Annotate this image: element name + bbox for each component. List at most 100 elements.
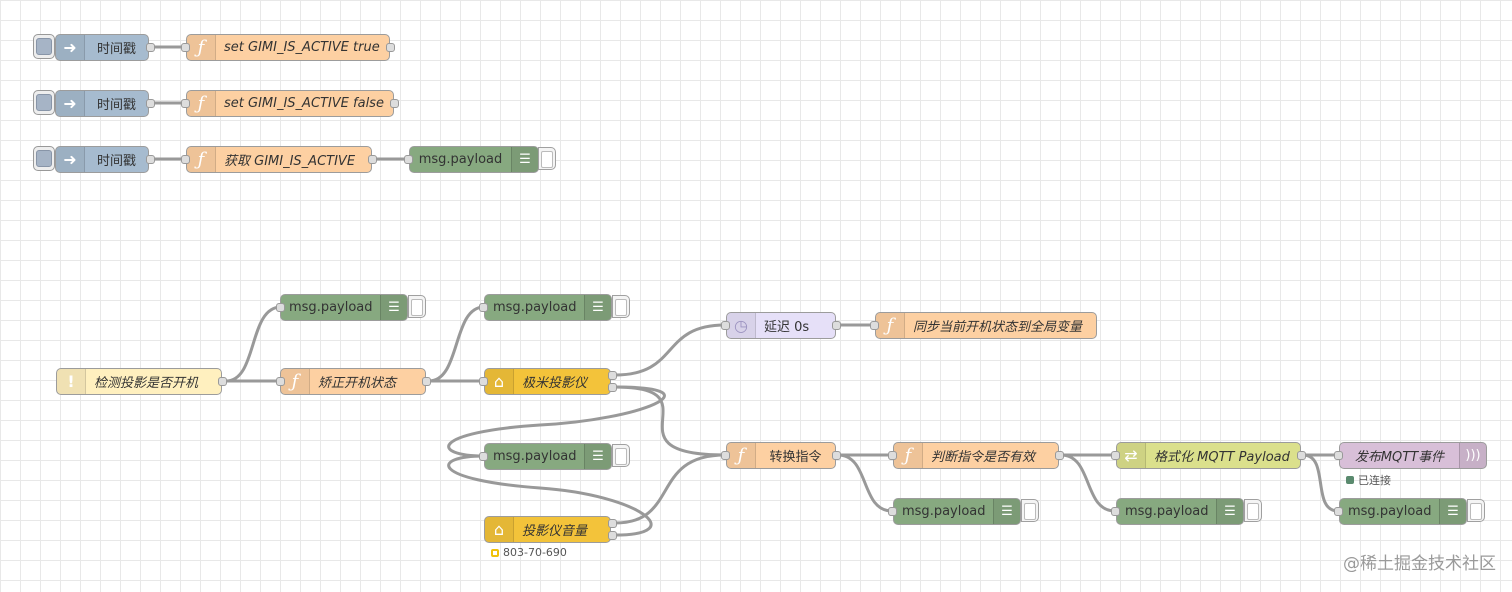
debug-node[interactable]: msg.payload ☰: [484, 294, 612, 321]
inject-node[interactable]: ➜ 时间戳: [55, 146, 149, 173]
input-port[interactable]: [888, 507, 897, 516]
inject-trigger-button[interactable]: [33, 146, 55, 171]
input-port[interactable]: [404, 155, 413, 164]
output-port[interactable]: [1055, 451, 1064, 460]
output-port[interactable]: [608, 383, 617, 392]
output-port[interactable]: [608, 371, 617, 380]
output-port[interactable]: [422, 377, 431, 386]
input-port[interactable]: [1334, 507, 1343, 516]
home-icon: ⌂: [485, 369, 514, 394]
input-port[interactable]: [721, 451, 730, 460]
output-port[interactable]: [608, 531, 617, 540]
node-label: 投影仪音量: [522, 524, 588, 539]
mqtt-out-node[interactable]: 发布MQTT事件 ))): [1339, 442, 1487, 469]
debug-toggle-button[interactable]: [1244, 499, 1262, 522]
input-port[interactable]: [276, 303, 285, 312]
function-node[interactable]: ƒ 转换指令: [726, 442, 836, 469]
input-port[interactable]: [181, 155, 190, 164]
volume-status: 803-70-690: [491, 546, 567, 559]
input-port[interactable]: [721, 321, 730, 330]
node-label: msg.payload: [1125, 504, 1209, 519]
output-port[interactable]: [608, 519, 617, 528]
output-port[interactable]: [146, 43, 155, 52]
debug-node[interactable]: msg.payload ☰: [280, 294, 408, 321]
function-node[interactable]: ƒ set GIMI_IS_ACTIVE true: [186, 34, 390, 61]
debug-node[interactable]: msg.payload ☰: [893, 498, 1021, 525]
debug-toggle-button[interactable]: [612, 444, 630, 467]
function-icon: ƒ: [187, 35, 216, 60]
output-port[interactable]: [390, 99, 399, 108]
exclamation-icon: !: [57, 369, 86, 394]
function-node[interactable]: ƒ 判断指令是否有效: [893, 442, 1059, 469]
input-port[interactable]: [1111, 507, 1120, 516]
output-port[interactable]: [368, 155, 377, 164]
node-label: 时间戳: [96, 98, 136, 113]
node-label: 矫正开机状态: [318, 376, 397, 391]
input-port[interactable]: [479, 377, 488, 386]
change-node[interactable]: ⇄ 格式化 MQTT Payload: [1116, 442, 1301, 469]
status-text: 已连接: [1358, 474, 1391, 487]
arrow-right-icon: ➜: [56, 147, 85, 172]
delay-node[interactable]: ◷ 延迟 0s: [726, 312, 836, 339]
output-port[interactable]: [146, 99, 155, 108]
debug-node[interactable]: msg.payload ☰: [484, 443, 612, 470]
input-port[interactable]: [1111, 451, 1120, 460]
output-port[interactable]: [1297, 451, 1306, 460]
function-node[interactable]: ƒ 获取 GIMI_IS_ACTIVE: [186, 146, 372, 173]
inject-node[interactable]: ➜ 时间戳: [55, 34, 149, 61]
function-node[interactable]: ƒ set GIMI_IS_ACTIVE false: [186, 90, 394, 117]
output-port[interactable]: [832, 321, 841, 330]
input-port[interactable]: [888, 451, 897, 460]
debug-toggle-button[interactable]: [538, 147, 556, 170]
debug-toggle-button[interactable]: [612, 295, 630, 318]
debug-node[interactable]: msg.payload ☰: [1339, 498, 1467, 525]
homeassistant-node[interactable]: ⌂ 投影仪音量: [484, 516, 611, 543]
input-port[interactable]: [479, 303, 488, 312]
broadcast-icon: ))): [1459, 443, 1486, 468]
wire: [614, 323, 726, 377]
debug-toggle-button[interactable]: [1467, 499, 1485, 522]
input-port[interactable]: [870, 321, 879, 330]
list-icon: ☰: [511, 147, 538, 172]
function-icon: ƒ: [894, 443, 923, 468]
node-label: msg.payload: [289, 300, 373, 315]
list-icon: ☰: [584, 295, 611, 320]
node-label: msg.payload: [493, 300, 577, 315]
input-port[interactable]: [181, 99, 190, 108]
home-icon: ⌂: [485, 517, 514, 542]
input-port[interactable]: [479, 452, 488, 461]
output-port[interactable]: [386, 43, 395, 52]
inject-trigger-button[interactable]: [33, 90, 55, 115]
inject-node[interactable]: ➜ 时间戳: [55, 90, 149, 117]
debug-node[interactable]: msg.payload ☰: [409, 146, 539, 173]
homeassistant-node[interactable]: ⌂ 极米投影仪: [484, 368, 611, 395]
node-label: 格式化 MQTT Payload: [1154, 450, 1290, 465]
node-label: msg.payload: [902, 504, 986, 519]
function-node[interactable]: ƒ 同步当前开机状态到全局变量: [875, 312, 1097, 339]
function-node[interactable]: ƒ 矫正开机状态: [280, 368, 426, 395]
debug-toggle-button[interactable]: [408, 295, 426, 318]
debug-toggle-button[interactable]: [1021, 499, 1039, 522]
input-port[interactable]: [276, 377, 285, 386]
node-label: 获取 GIMI_IS_ACTIVE: [224, 154, 356, 169]
output-port[interactable]: [146, 155, 155, 164]
node-label: 发布MQTT事件: [1354, 450, 1445, 465]
list-icon: ☰: [993, 499, 1020, 524]
timer-icon: ◷: [727, 313, 756, 338]
output-port[interactable]: [832, 451, 841, 460]
node-label: set GIMI_IS_ACTIVE false: [224, 96, 384, 111]
output-port[interactable]: [218, 377, 227, 386]
node-label: 时间戳: [96, 42, 136, 57]
inject-trigger-button[interactable]: [33, 34, 55, 59]
connection-status: 已连接: [1346, 472, 1391, 488]
arrow-right-icon: ➜: [56, 35, 85, 60]
status-node[interactable]: ! 检测投影是否开机: [56, 368, 222, 395]
wire: [225, 305, 282, 383]
arrow-right-icon: ➜: [56, 91, 85, 116]
debug-node[interactable]: msg.payload ☰: [1116, 498, 1244, 525]
node-label: set GIMI_IS_ACTIVE true: [224, 40, 380, 55]
input-port[interactable]: [181, 43, 190, 52]
watermark: @稀土掘金技术社区: [1343, 554, 1496, 574]
input-port[interactable]: [1334, 451, 1343, 460]
